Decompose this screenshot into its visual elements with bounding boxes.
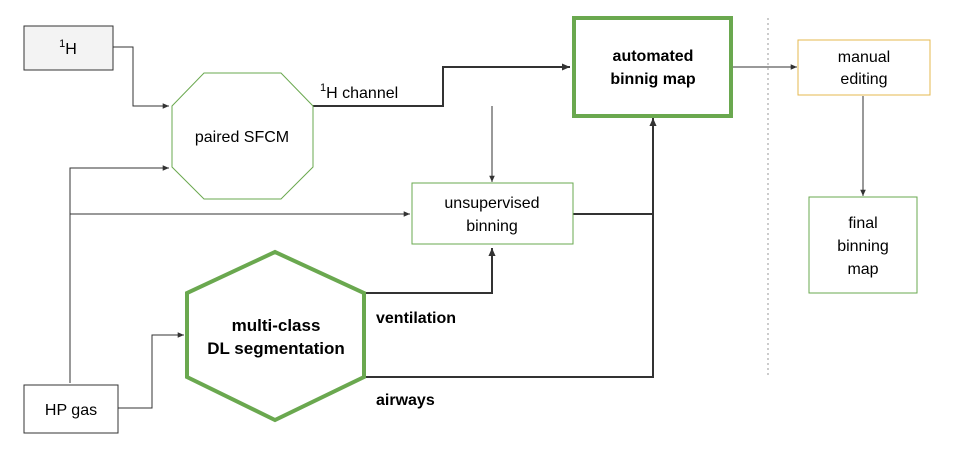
edge-label-h-channel: 1H channel — [320, 82, 398, 102]
thin-connectors — [69, 46, 866, 409]
automated-label-line2: binnig map — [610, 71, 696, 88]
final-label-line3: map — [847, 261, 878, 278]
unsupervised-label-line2: binning — [466, 218, 518, 235]
edge-label-airways: airways — [376, 392, 435, 409]
node-hp-gas: HP gas — [23, 384, 119, 434]
manual-label-line1: manual — [838, 49, 890, 66]
h-channel-sup-label: 1 — [320, 82, 326, 94]
bold-connectors — [313, 63, 657, 378]
hp-gas-label: HP gas — [45, 402, 97, 419]
edge-hpgas-to-sfcm — [69, 165, 169, 383]
node-1h: 1H — [23, 25, 114, 71]
final-label-line1: final — [848, 215, 877, 232]
edge-hpgas-to-dlseg — [118, 332, 184, 409]
edge-h1-to-sfcm — [113, 46, 169, 109]
svg-text:1H: 1H — [59, 38, 77, 58]
edge-sfcm-to-automated — [313, 63, 570, 107]
paired-sfcm-label: paired SFCM — [195, 129, 289, 146]
final-label-line2: binning — [837, 238, 889, 255]
node-unsupervised-binning: unsupervised binning — [411, 182, 574, 245]
node-automated-binning-map: automated binnig map — [572, 16, 733, 118]
h1-label: H — [65, 41, 77, 58]
dl-seg-label-line2: DL segmentation — [207, 339, 345, 358]
node-paired-sfcm: paired SFCM — [171, 72, 314, 200]
dl-seg-label-line1: multi-class — [232, 316, 321, 335]
edge-label-ventilation: ventilation — [376, 310, 456, 327]
manual-label-line2: editing — [840, 71, 887, 88]
unsupervised-label-line1: unsupervised — [444, 195, 539, 212]
node-dl-segmentation: multi-class DL segmentation — [185, 249, 366, 423]
edge-ventilation-to-unsupervised — [364, 248, 496, 294]
node-final-binning-map: final binning map — [808, 196, 918, 294]
edge-airways-to-automated — [364, 118, 657, 378]
h1-sup-label: 1 — [59, 38, 65, 50]
h-channel-label: H channel — [326, 85, 398, 102]
node-manual-editing: manual editing — [797, 39, 931, 96]
automated-label-line1: automated — [613, 48, 694, 65]
